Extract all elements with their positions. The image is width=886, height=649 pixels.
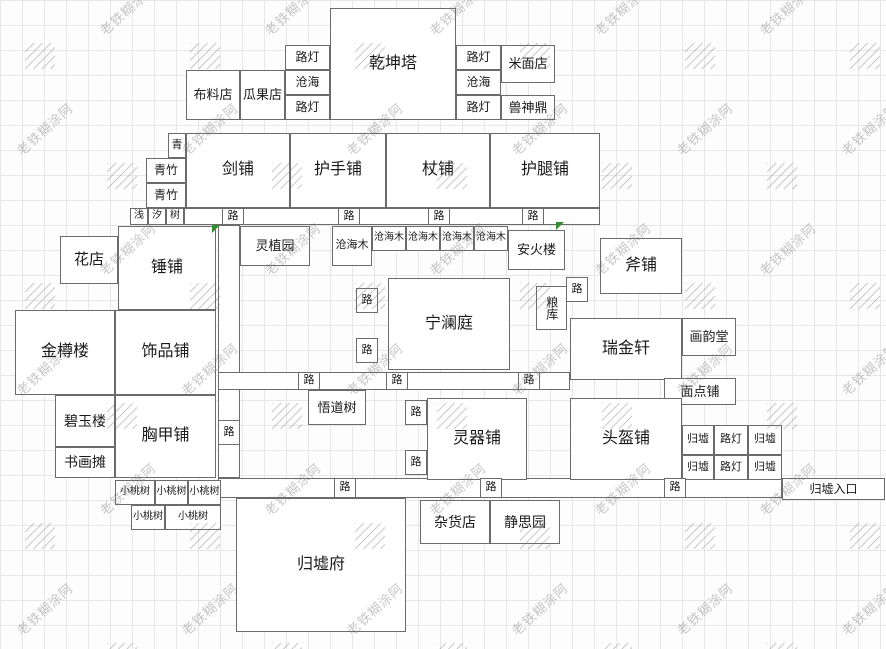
map-box: 归墟 bbox=[748, 425, 782, 455]
map-box: 沧海木 bbox=[474, 226, 508, 251]
map-box: 粮库 bbox=[536, 286, 567, 330]
map-box: 路 bbox=[428, 208, 450, 225]
map-box: 汐 bbox=[148, 208, 166, 225]
map-box: 归墟府 bbox=[236, 498, 406, 632]
map-box: 路 bbox=[480, 478, 502, 498]
map-box: 归墟 bbox=[748, 455, 782, 480]
map-box: 乾坤塔 bbox=[330, 8, 456, 120]
map-box: 路 bbox=[356, 338, 378, 363]
map-box: 归墟 bbox=[682, 455, 714, 480]
map-box: 杖铺 bbox=[386, 133, 490, 208]
map-box: 路 bbox=[522, 208, 544, 225]
map-box: 浅 bbox=[130, 208, 148, 225]
map-box: 书画摊 bbox=[55, 447, 115, 478]
map-box: 杂货店 bbox=[420, 500, 490, 544]
map-box: 归墟 bbox=[682, 425, 714, 455]
map-box: 头盔铺 bbox=[570, 398, 682, 480]
map-box: 路 bbox=[356, 288, 378, 313]
map-box: 路 bbox=[405, 450, 427, 475]
map-box: 路灯 bbox=[714, 455, 748, 480]
map-box: 宁澜庭 bbox=[388, 278, 510, 370]
map-box: 碧玉楼 bbox=[55, 395, 115, 447]
map-box: 路 bbox=[566, 277, 588, 302]
map-box: 归墟入口 bbox=[782, 478, 885, 500]
map-box: 安火楼 bbox=[508, 230, 565, 270]
map-box: 青竹 bbox=[146, 158, 186, 183]
map-box: 小桃树 bbox=[155, 480, 188, 505]
map-box: 瑞金轩 bbox=[570, 318, 682, 380]
map-box: 路灯 bbox=[285, 95, 330, 120]
map-box: 瓜果店 bbox=[240, 70, 285, 120]
map-box: 静思园 bbox=[490, 500, 560, 544]
map-box: 沧海木 bbox=[406, 226, 440, 251]
map-box: 路灯 bbox=[714, 425, 748, 455]
map-box: 路 bbox=[405, 400, 427, 425]
map-box: 青 bbox=[168, 133, 186, 158]
map-box: 花店 bbox=[60, 236, 118, 284]
map-box: 米面店 bbox=[501, 45, 555, 83]
map-box: 路灯 bbox=[285, 45, 330, 70]
map-box: 兽神鼎 bbox=[501, 95, 555, 120]
map-box: 灵器铺 bbox=[427, 398, 527, 480]
map-box: 沧海木 bbox=[440, 226, 474, 251]
map-box: 剑铺 bbox=[186, 133, 290, 208]
map-box: 路 bbox=[338, 208, 360, 225]
map-box: 路 bbox=[298, 372, 320, 390]
map-box: 青竹 bbox=[146, 183, 186, 208]
note-triangle-icon bbox=[212, 225, 220, 233]
map-box: 灵植园 bbox=[240, 226, 310, 266]
map-box: 护腿铺 bbox=[490, 133, 600, 208]
map-box: 悟道树 bbox=[308, 390, 366, 425]
map-box: 路 bbox=[664, 478, 686, 498]
map-box: 锤铺 bbox=[118, 226, 216, 310]
map-box: 金樽楼 bbox=[15, 310, 115, 395]
map-box: 路灯 bbox=[456, 95, 501, 120]
map-box: 路 bbox=[218, 420, 240, 445]
map-box: 路 bbox=[334, 478, 356, 498]
road-strip bbox=[218, 225, 240, 478]
map-box: 沧海木 bbox=[332, 226, 372, 266]
map-box: 路灯 bbox=[456, 45, 501, 70]
map-box: 路 bbox=[222, 208, 244, 225]
map-box: 画韵堂 bbox=[682, 318, 736, 356]
map-box: 树 bbox=[166, 208, 184, 225]
map-box: 小桃树 bbox=[165, 505, 221, 530]
map-box: 路 bbox=[518, 372, 540, 390]
road-strip bbox=[184, 208, 600, 225]
map-box: 小桃树 bbox=[188, 480, 221, 505]
map-box: 布料店 bbox=[186, 70, 240, 120]
note-triangle-icon bbox=[556, 222, 564, 230]
map-box: 饰品铺 bbox=[115, 310, 216, 395]
map-box: 小桃树 bbox=[131, 505, 165, 530]
map-box: 胸甲铺 bbox=[115, 395, 216, 478]
map-box: 小桃树 bbox=[115, 480, 155, 505]
map-box: 护手铺 bbox=[290, 133, 386, 208]
map-box: 沧海 bbox=[285, 70, 330, 95]
map-box: 路 bbox=[386, 372, 408, 390]
map-box: 沧海木 bbox=[372, 226, 406, 251]
map-box: 沧海 bbox=[456, 70, 501, 95]
map-box: 斧铺 bbox=[600, 238, 682, 294]
